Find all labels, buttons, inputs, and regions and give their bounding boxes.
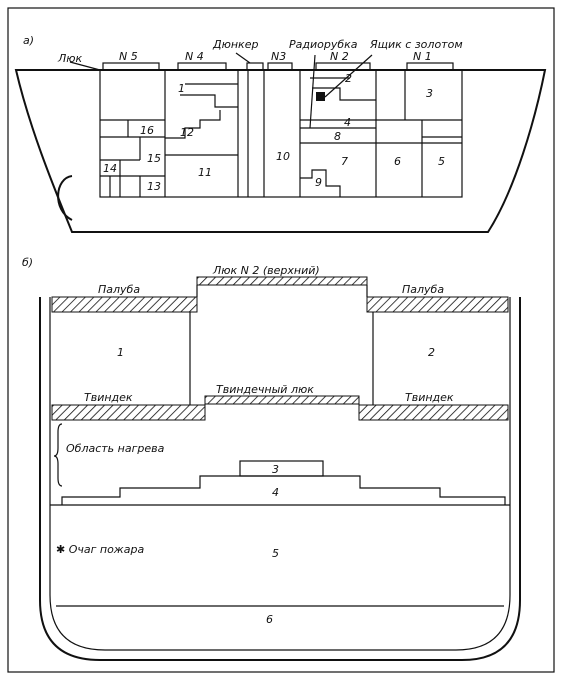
label-deck-right: Палуба xyxy=(402,283,444,296)
dunker-leader xyxy=(235,52,251,64)
label-hatch-n5: N 5 xyxy=(119,50,138,63)
label-hatch-n3: N3 xyxy=(271,50,286,63)
hatch-4 xyxy=(177,62,227,71)
hatch-1 xyxy=(406,62,454,71)
compartment-a-3: 3 xyxy=(426,87,433,100)
label-tweendeck-left: Твиндек xyxy=(84,391,133,404)
hatch-5 xyxy=(102,62,160,71)
label-dunker: Дюнкер xyxy=(212,38,258,51)
compartment-a-1: 1 xyxy=(178,82,185,95)
compartment-b-2: 2 xyxy=(428,346,435,359)
heat-area-brace xyxy=(53,423,63,487)
compartment-a-10: 10 xyxy=(276,150,290,163)
compartment-a-14: 14 xyxy=(103,162,117,175)
upper-hatch-cover xyxy=(196,276,368,286)
label-heat-area: Область нагрева xyxy=(66,442,165,455)
hatch-leader xyxy=(69,61,101,71)
compartment-a-16: 16 xyxy=(140,124,154,137)
figure-border xyxy=(7,7,555,673)
compartment-a-13: 13 xyxy=(147,180,161,193)
hull-section-inner xyxy=(49,297,511,651)
label-deck-left: Палуба xyxy=(98,283,140,296)
panel-b: б) Люк N 2 (верхний) Палуба Палуба Твинд… xyxy=(22,256,521,661)
gold-box-leader xyxy=(324,54,373,98)
compartment-a-7: 7 xyxy=(341,155,348,168)
compartment-a-8: 8 xyxy=(334,130,341,143)
tweendeck-right xyxy=(358,404,509,421)
label-hatch-n4: N 4 xyxy=(185,50,204,63)
compartment-b-1: 1 xyxy=(117,346,124,359)
tweendeck-left xyxy=(51,404,206,421)
compartment-b-6: 6 xyxy=(266,613,273,626)
label-hatch-n1: N 1 xyxy=(413,50,432,63)
deck-left xyxy=(51,296,198,313)
gold-box-marker xyxy=(316,92,325,101)
compartment-grid xyxy=(99,69,463,198)
bulbous-bow xyxy=(57,175,73,221)
hatch-3 xyxy=(267,62,293,71)
panel-b-tag: б) xyxy=(22,256,33,269)
hull-section-outer xyxy=(39,297,521,661)
hull-outline xyxy=(14,69,547,233)
compartment-a-12: 12 xyxy=(180,126,194,139)
compartment-a-15: 15 xyxy=(147,152,161,165)
compartment-a-9: 9 xyxy=(315,176,322,189)
dunker-hatch xyxy=(246,62,264,71)
compartment-a-11: 11 xyxy=(198,166,212,179)
label-hatch-n2: N 2 xyxy=(330,50,349,63)
tweendeck-hatch-cover xyxy=(204,395,360,405)
compartment-a-4: 4 xyxy=(344,116,351,129)
cargo-3 xyxy=(239,460,324,477)
compartment-a-6: 6 xyxy=(394,155,401,168)
label-hatch: Люк xyxy=(57,52,83,65)
panel-a: а) xyxy=(14,34,547,233)
compartment-a-5: 5 xyxy=(438,155,445,168)
cargo-stack-4 xyxy=(61,475,506,505)
compartment-a-2: 2 xyxy=(345,72,352,85)
panel-a-tag: а) xyxy=(23,34,34,47)
compartment-b-3: 3 xyxy=(272,463,279,476)
label-tweendeck-right: Твиндек xyxy=(405,391,454,404)
compartment-b-5: 5 xyxy=(272,547,279,560)
label-tweendeck-hatch: Твиндечный люк xyxy=(216,383,314,396)
label-radio-room: Радиорубка xyxy=(289,38,358,51)
compartment-b-4: 4 xyxy=(272,486,279,499)
deck-right xyxy=(366,296,509,313)
radio-room-leader xyxy=(309,54,316,129)
label-fire-source: ✱ Очаг пожара xyxy=(56,543,144,556)
label-gold-box: Ящик с золотом xyxy=(369,38,463,51)
label-upper-hatch: Люк N 2 (верхний) xyxy=(212,264,320,277)
